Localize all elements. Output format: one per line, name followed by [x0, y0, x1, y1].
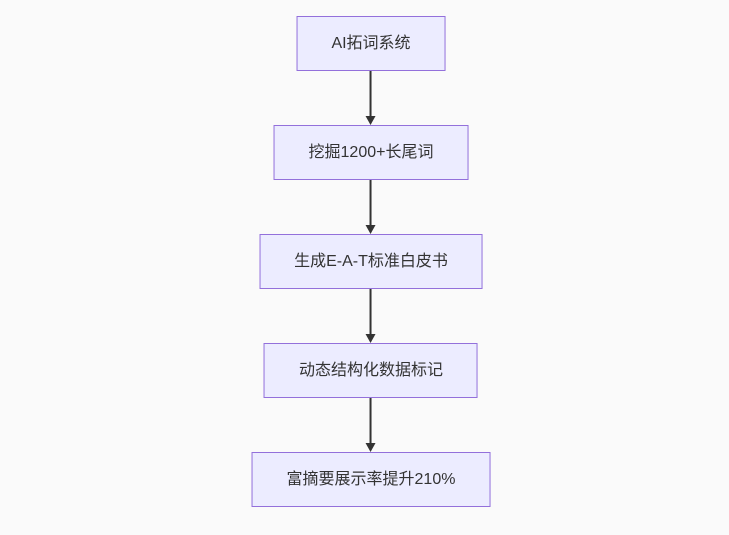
- arrowhead-down-icon: [366, 116, 376, 125]
- arrow-connector-1: [366, 71, 376, 125]
- arrowhead-down-icon: [366, 334, 376, 343]
- flow-node-eat-whitepaper: 生成E-A-T标准白皮书: [259, 234, 483, 289]
- node-label: 生成E-A-T标准白皮书: [294, 252, 448, 270]
- arrow-line: [370, 180, 372, 226]
- arrow-line: [370, 71, 372, 117]
- arrow-connector-3: [366, 289, 376, 343]
- arrow-line: [370, 398, 372, 444]
- arrow-connector-4: [366, 398, 376, 452]
- flowchart: AI拓词系统 挖掘1200+长尾词 生成E-A-T标准白皮书 动态结构化数据标记: [251, 16, 491, 507]
- node-label: 挖掘1200+长尾词: [308, 143, 434, 161]
- node-label: 富摘要展示率提升210%: [286, 470, 456, 488]
- node-label: 动态结构化数据标记: [298, 361, 443, 379]
- flow-node-structured-data-markup: 动态结构化数据标记: [263, 343, 478, 398]
- flow-node-rich-snippet-result: 富摘要展示率提升210%: [251, 452, 491, 507]
- arrow-connector-2: [366, 180, 376, 234]
- arrowhead-down-icon: [366, 443, 376, 452]
- flow-node-longtail-mining: 挖掘1200+长尾词: [273, 125, 469, 180]
- arrowhead-down-icon: [366, 225, 376, 234]
- node-label: AI拓词系统: [331, 34, 411, 52]
- flow-node-ai-keyword-system: AI拓词系统: [296, 16, 446, 71]
- arrow-line: [370, 289, 372, 335]
